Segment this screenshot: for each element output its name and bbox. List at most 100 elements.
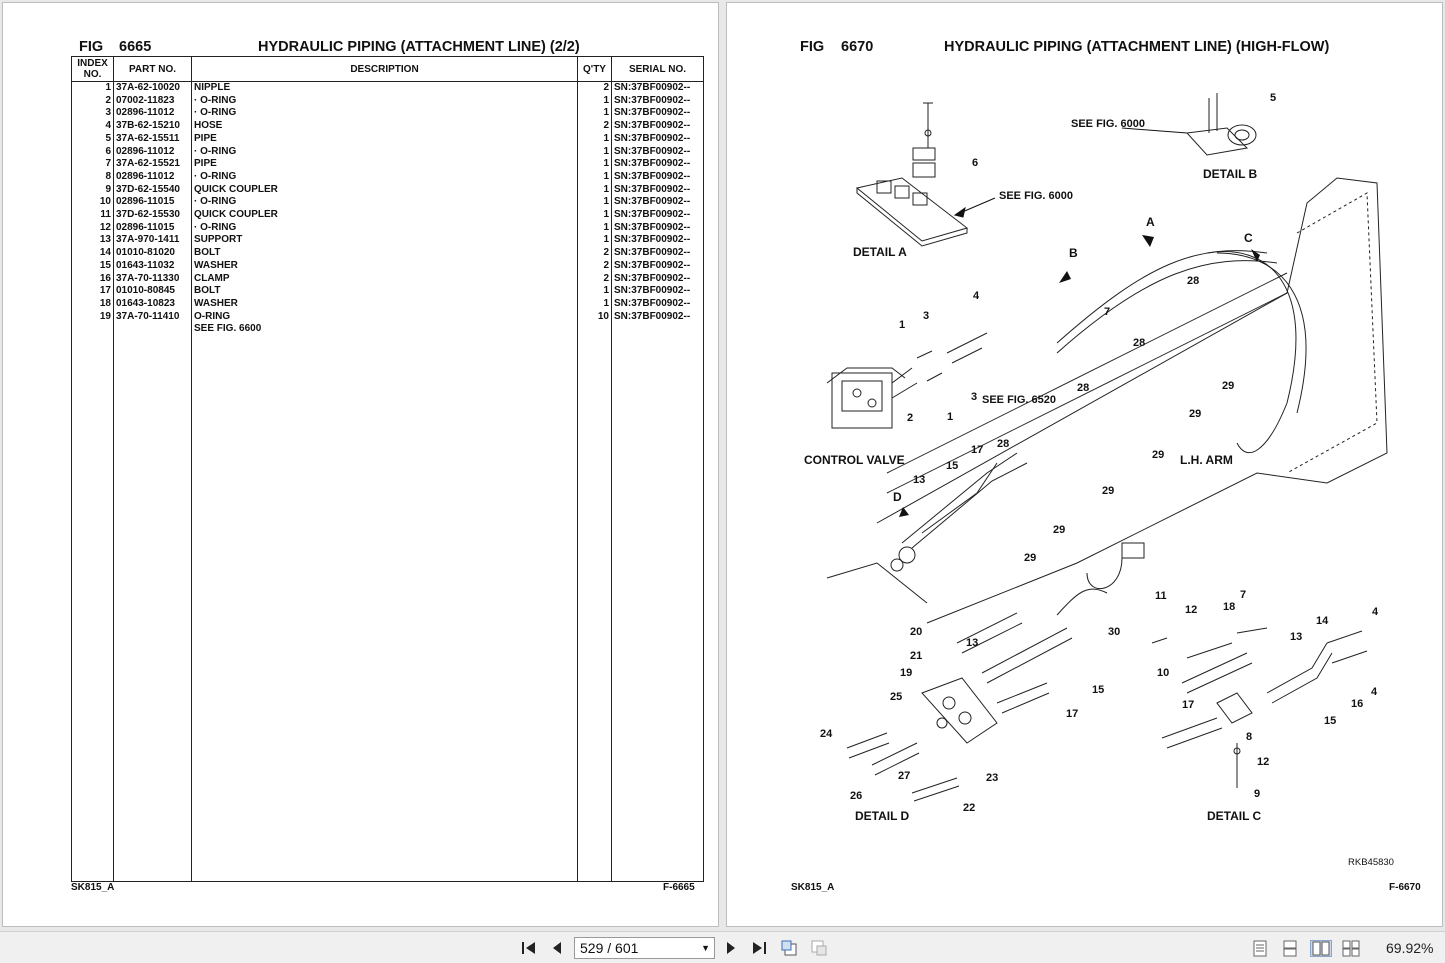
cell-desc: QUICK COUPLER: [191, 183, 578, 197]
page-title: HYDRAULIC PIPING (ATTACHMENT LINE) (2/2): [258, 39, 580, 55]
cell-qty: 1: [577, 285, 612, 298]
see-fig-6000-label-a: SEE FIG. 6000: [999, 190, 1073, 202]
cell-part: 37A-70-11410: [113, 310, 192, 324]
cell-desc: QUICK COUPLER: [191, 209, 578, 222]
cell-part: 37A-970-1411: [113, 234, 192, 248]
cell-desc: · O-RING: [191, 145, 578, 159]
callout-29-5: 29: [1189, 408, 1201, 420]
cell-index: 6: [71, 145, 114, 159]
cell-index: 14: [71, 247, 114, 260]
callout-12: 12: [1185, 604, 1197, 616]
col-header-desc: DESCRIPTION: [191, 56, 578, 82]
callout-15-3: 15: [1324, 715, 1336, 727]
cell-desc: WASHER: [191, 297, 578, 311]
callout-13-2: 13: [966, 637, 978, 649]
last-page-icon[interactable]: [750, 939, 768, 957]
next-view-icon[interactable]: [810, 939, 828, 957]
callout-28-4: 28: [1187, 275, 1199, 287]
col-header-qty: Q'TY: [577, 56, 612, 82]
cell-qty: 1: [577, 234, 612, 248]
cell-index: 3: [71, 107, 114, 121]
cell-qty: [577, 323, 612, 337]
callout-29-4: 29: [1152, 449, 1164, 461]
cell-qty: 2: [577, 81, 612, 95]
page-number-field[interactable]: 529 / 601 ▼: [574, 937, 715, 959]
first-page-icon[interactable]: [520, 939, 538, 957]
cell-desc: CLAMP: [191, 272, 578, 286]
detail-a-label: DETAIL A: [853, 245, 907, 259]
cell-part: 37A-62-15521: [113, 158, 192, 171]
cell-qty: 1: [577, 132, 612, 146]
continuous-facing-icon[interactable]: [1342, 940, 1360, 957]
callout-29-3: 29: [1102, 485, 1114, 497]
cell-index: 17: [71, 285, 114, 298]
callout-3: 3: [923, 310, 929, 322]
previous-view-icon[interactable]: [780, 939, 798, 957]
marker-d: D: [893, 490, 902, 504]
cell-part: 37A-70-11330: [113, 272, 192, 286]
footer-right: F-6670: [1389, 882, 1421, 893]
callout-4-2: 4: [1372, 606, 1379, 618]
cell-serial: SN:37BF00902--: [611, 170, 704, 184]
cell-serial: SN:37BF00902--: [611, 297, 704, 311]
see-fig-6000-label-b: SEE FIG. 6000: [1071, 118, 1145, 130]
cell-qty: 2: [577, 247, 612, 260]
callout-29: 29: [1024, 552, 1036, 564]
cell-part: 02896-11015: [113, 196, 192, 210]
control-valve-drawing: [826, 332, 988, 429]
continuous-icon[interactable]: [1282, 940, 1298, 957]
cell-serial: SN:37BF00902--: [611, 196, 704, 210]
cell-desc: O-RING: [191, 310, 578, 324]
cell-desc: PIPE: [191, 132, 578, 146]
footer-right: F-6665: [663, 882, 695, 893]
right-page: FIG 6670 HYDRAULIC PIPING (ATTACHMENT LI…: [726, 2, 1443, 927]
cell-serial: SN:37BF00902--: [611, 107, 704, 121]
footer-left: SK815_A: [71, 882, 115, 893]
cell-serial: SN:37BF00902--: [611, 234, 704, 248]
cell-index: 5: [71, 132, 114, 146]
cell-desc: SEE FIG. 6600: [191, 323, 578, 337]
detail-b-label: DETAIL B: [1203, 167, 1258, 181]
facing-icon[interactable]: [1310, 940, 1332, 957]
callout-23: 23: [986, 772, 998, 784]
next-page-icon[interactable]: [722, 939, 740, 957]
cell-serial: SN:37BF00902--: [611, 145, 704, 159]
cell-index: 8: [71, 170, 114, 184]
cell-desc: · O-RING: [191, 196, 578, 210]
cell-part: 01010-81020: [113, 247, 192, 260]
left-page: FIG 6665 HYDRAULIC PIPING (ATTACHMENT LI…: [2, 2, 719, 927]
cell-qty: 2: [577, 120, 612, 133]
cell-serial: SN:37BF00902--: [611, 132, 704, 146]
cell-index: [71, 323, 114, 337]
single-page-icon[interactable]: [1252, 940, 1268, 957]
cell-desc: PIPE: [191, 158, 578, 171]
cell-desc: HOSE: [191, 120, 578, 133]
cell-index: 19: [71, 310, 114, 324]
cell-part: 37D-62-15540: [113, 183, 192, 197]
zoom-level[interactable]: 69.92%: [1386, 940, 1434, 956]
cell-serial: SN:37BF00902--: [611, 81, 704, 95]
callout-17-2: 17: [1066, 708, 1078, 720]
cell-desc: · O-RING: [191, 94, 578, 108]
marker-a: A: [1146, 215, 1155, 229]
cell-part: [113, 323, 192, 337]
callout-15-2: 15: [1092, 684, 1104, 696]
callout-30: 30: [1108, 626, 1120, 638]
callout-18: 18: [1223, 601, 1235, 613]
detail-d-label: DETAIL D: [855, 809, 910, 823]
cell-serial: [611, 323, 704, 337]
cell-serial: SN:37BF00902--: [611, 285, 704, 298]
cell-serial: SN:37BF00902--: [611, 310, 704, 324]
previous-page-icon[interactable]: [548, 939, 566, 957]
chevron-down-icon[interactable]: ▼: [701, 943, 710, 953]
cell-desc: NIPPLE: [191, 81, 578, 95]
table-filler-row: [71, 336, 704, 883]
cell-part: 02896-11012: [113, 145, 192, 159]
